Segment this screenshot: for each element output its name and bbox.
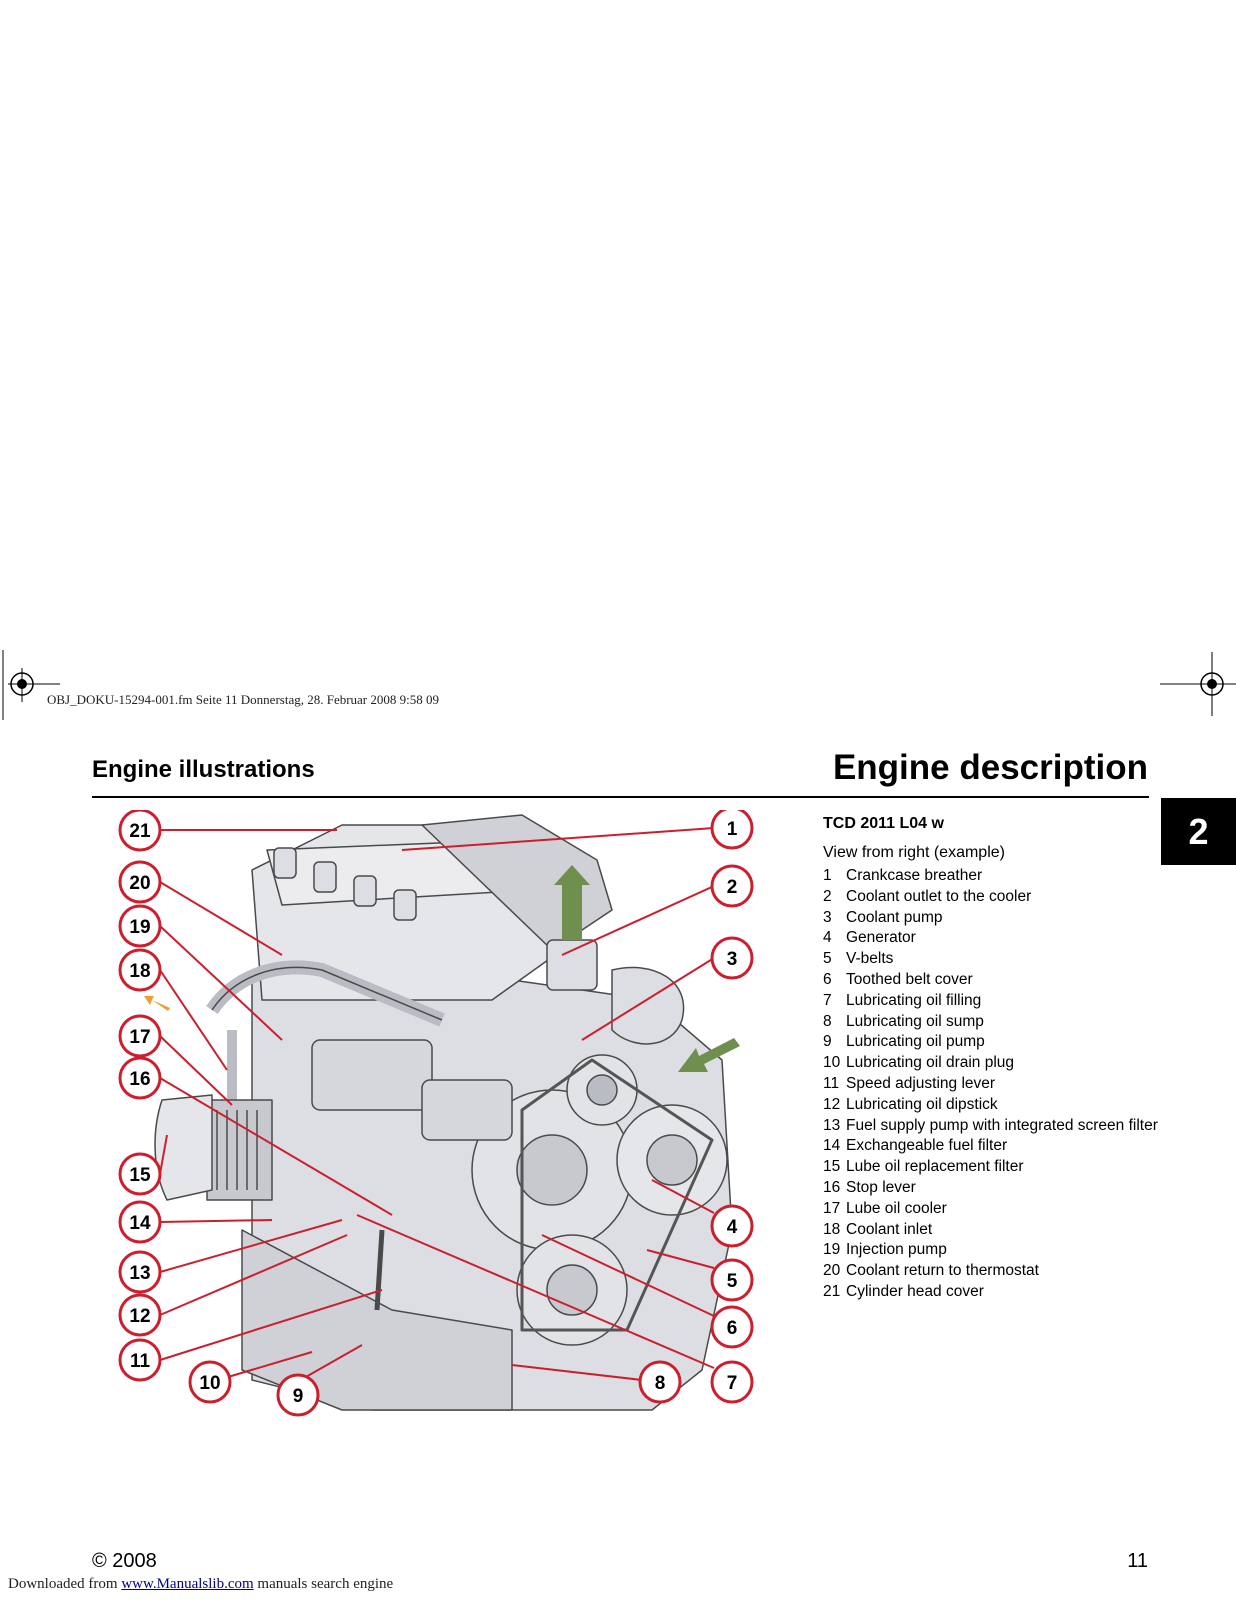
svg-text:3: 3 bbox=[727, 949, 738, 970]
copyright: © 2008 bbox=[92, 1550, 157, 1572]
footer-prefix: Downloaded from bbox=[8, 1576, 118, 1592]
svg-text:5: 5 bbox=[727, 1271, 738, 1292]
svg-text:10: 10 bbox=[199, 1373, 220, 1394]
header-rule bbox=[92, 796, 1149, 798]
callout-19: 19 bbox=[118, 904, 162, 948]
chapter-tab: 2 bbox=[1161, 798, 1236, 865]
callout-9: 9 bbox=[276, 1373, 320, 1417]
callout-14: 14 bbox=[118, 1200, 162, 1244]
svg-text:11: 11 bbox=[130, 1351, 151, 1372]
callout-16: 16 bbox=[118, 1056, 162, 1100]
callout-4: 4 bbox=[710, 1204, 754, 1248]
section-title-left: Engine illustrations bbox=[92, 756, 315, 783]
manualslib-link[interactable]: www.Manualslib.com bbox=[121, 1576, 254, 1592]
svg-text:2: 2 bbox=[727, 877, 738, 898]
callout-7: 7 bbox=[710, 1360, 754, 1404]
callout-8: 8 bbox=[638, 1360, 682, 1404]
callout-6: 6 bbox=[710, 1305, 754, 1349]
registration-mark-right bbox=[1160, 652, 1236, 716]
svg-text:19: 19 bbox=[129, 917, 150, 938]
svg-text:15: 15 bbox=[129, 1165, 151, 1186]
callout-13: 13 bbox=[118, 1250, 162, 1294]
callout-5: 5 bbox=[710, 1258, 754, 1302]
svg-text:13: 13 bbox=[129, 1263, 150, 1284]
svg-text:8: 8 bbox=[655, 1373, 666, 1394]
registration-mark-left bbox=[2, 650, 60, 720]
svg-text:17: 17 bbox=[129, 1027, 150, 1048]
svg-text:9: 9 bbox=[293, 1386, 304, 1407]
download-footer: Downloaded from www.Manualslib.com manua… bbox=[8, 1576, 393, 1593]
callout-10: 10 bbox=[188, 1360, 232, 1404]
view-caption: View from right (example) bbox=[823, 844, 1005, 861]
callout-21: 21 bbox=[118, 810, 162, 852]
svg-text:7: 7 bbox=[727, 1373, 738, 1394]
svg-text:1: 1 bbox=[727, 819, 738, 840]
air-in-arrow-icon bbox=[678, 1038, 740, 1072]
svg-text:4: 4 bbox=[727, 1217, 738, 1238]
callout-20: 20 bbox=[118, 860, 162, 904]
callout-18: 18 bbox=[118, 948, 162, 992]
callout-2: 2 bbox=[710, 864, 754, 908]
callout-1: 1 bbox=[710, 810, 754, 850]
svg-text:18: 18 bbox=[129, 961, 150, 982]
callout-15: 15 bbox=[118, 1152, 162, 1196]
svg-text:16: 16 bbox=[129, 1069, 150, 1090]
callouts: 1 2 3 4 5 6 7 8 9 10 11 12 13 14 15 16 1… bbox=[118, 810, 754, 1417]
engine-figure: 1 2 3 4 5 6 7 8 9 10 11 12 13 14 15 16 1… bbox=[118, 810, 754, 1417]
framemaker-header: OBJ_DOKU-15294-001.fm Seite 11 Donnersta… bbox=[47, 692, 439, 707]
callout-17: 17 bbox=[118, 1014, 162, 1058]
section-title-right: Engine description bbox=[832, 748, 1148, 787]
svg-text:12: 12 bbox=[129, 1306, 150, 1327]
engine-drawing bbox=[154, 814, 733, 1411]
svg-text:21: 21 bbox=[129, 821, 151, 842]
leader-lines bbox=[159, 827, 715, 1383]
page-number: 11 bbox=[1127, 1550, 1148, 1572]
footer-suffix: manuals search engine bbox=[257, 1576, 394, 1592]
coolant-in-arrow-icon bbox=[144, 996, 170, 1011]
svg-text:6: 6 bbox=[727, 1318, 738, 1339]
coolant-out-arrow-icon bbox=[554, 865, 590, 940]
svg-text:14: 14 bbox=[129, 1213, 151, 1234]
engine-model: TCD 2011 L04 w bbox=[823, 815, 944, 832]
callout-12: 12 bbox=[118, 1293, 162, 1337]
svg-text:20: 20 bbox=[129, 873, 150, 894]
callout-11: 11 bbox=[118, 1338, 162, 1382]
callout-3: 3 bbox=[710, 936, 754, 980]
